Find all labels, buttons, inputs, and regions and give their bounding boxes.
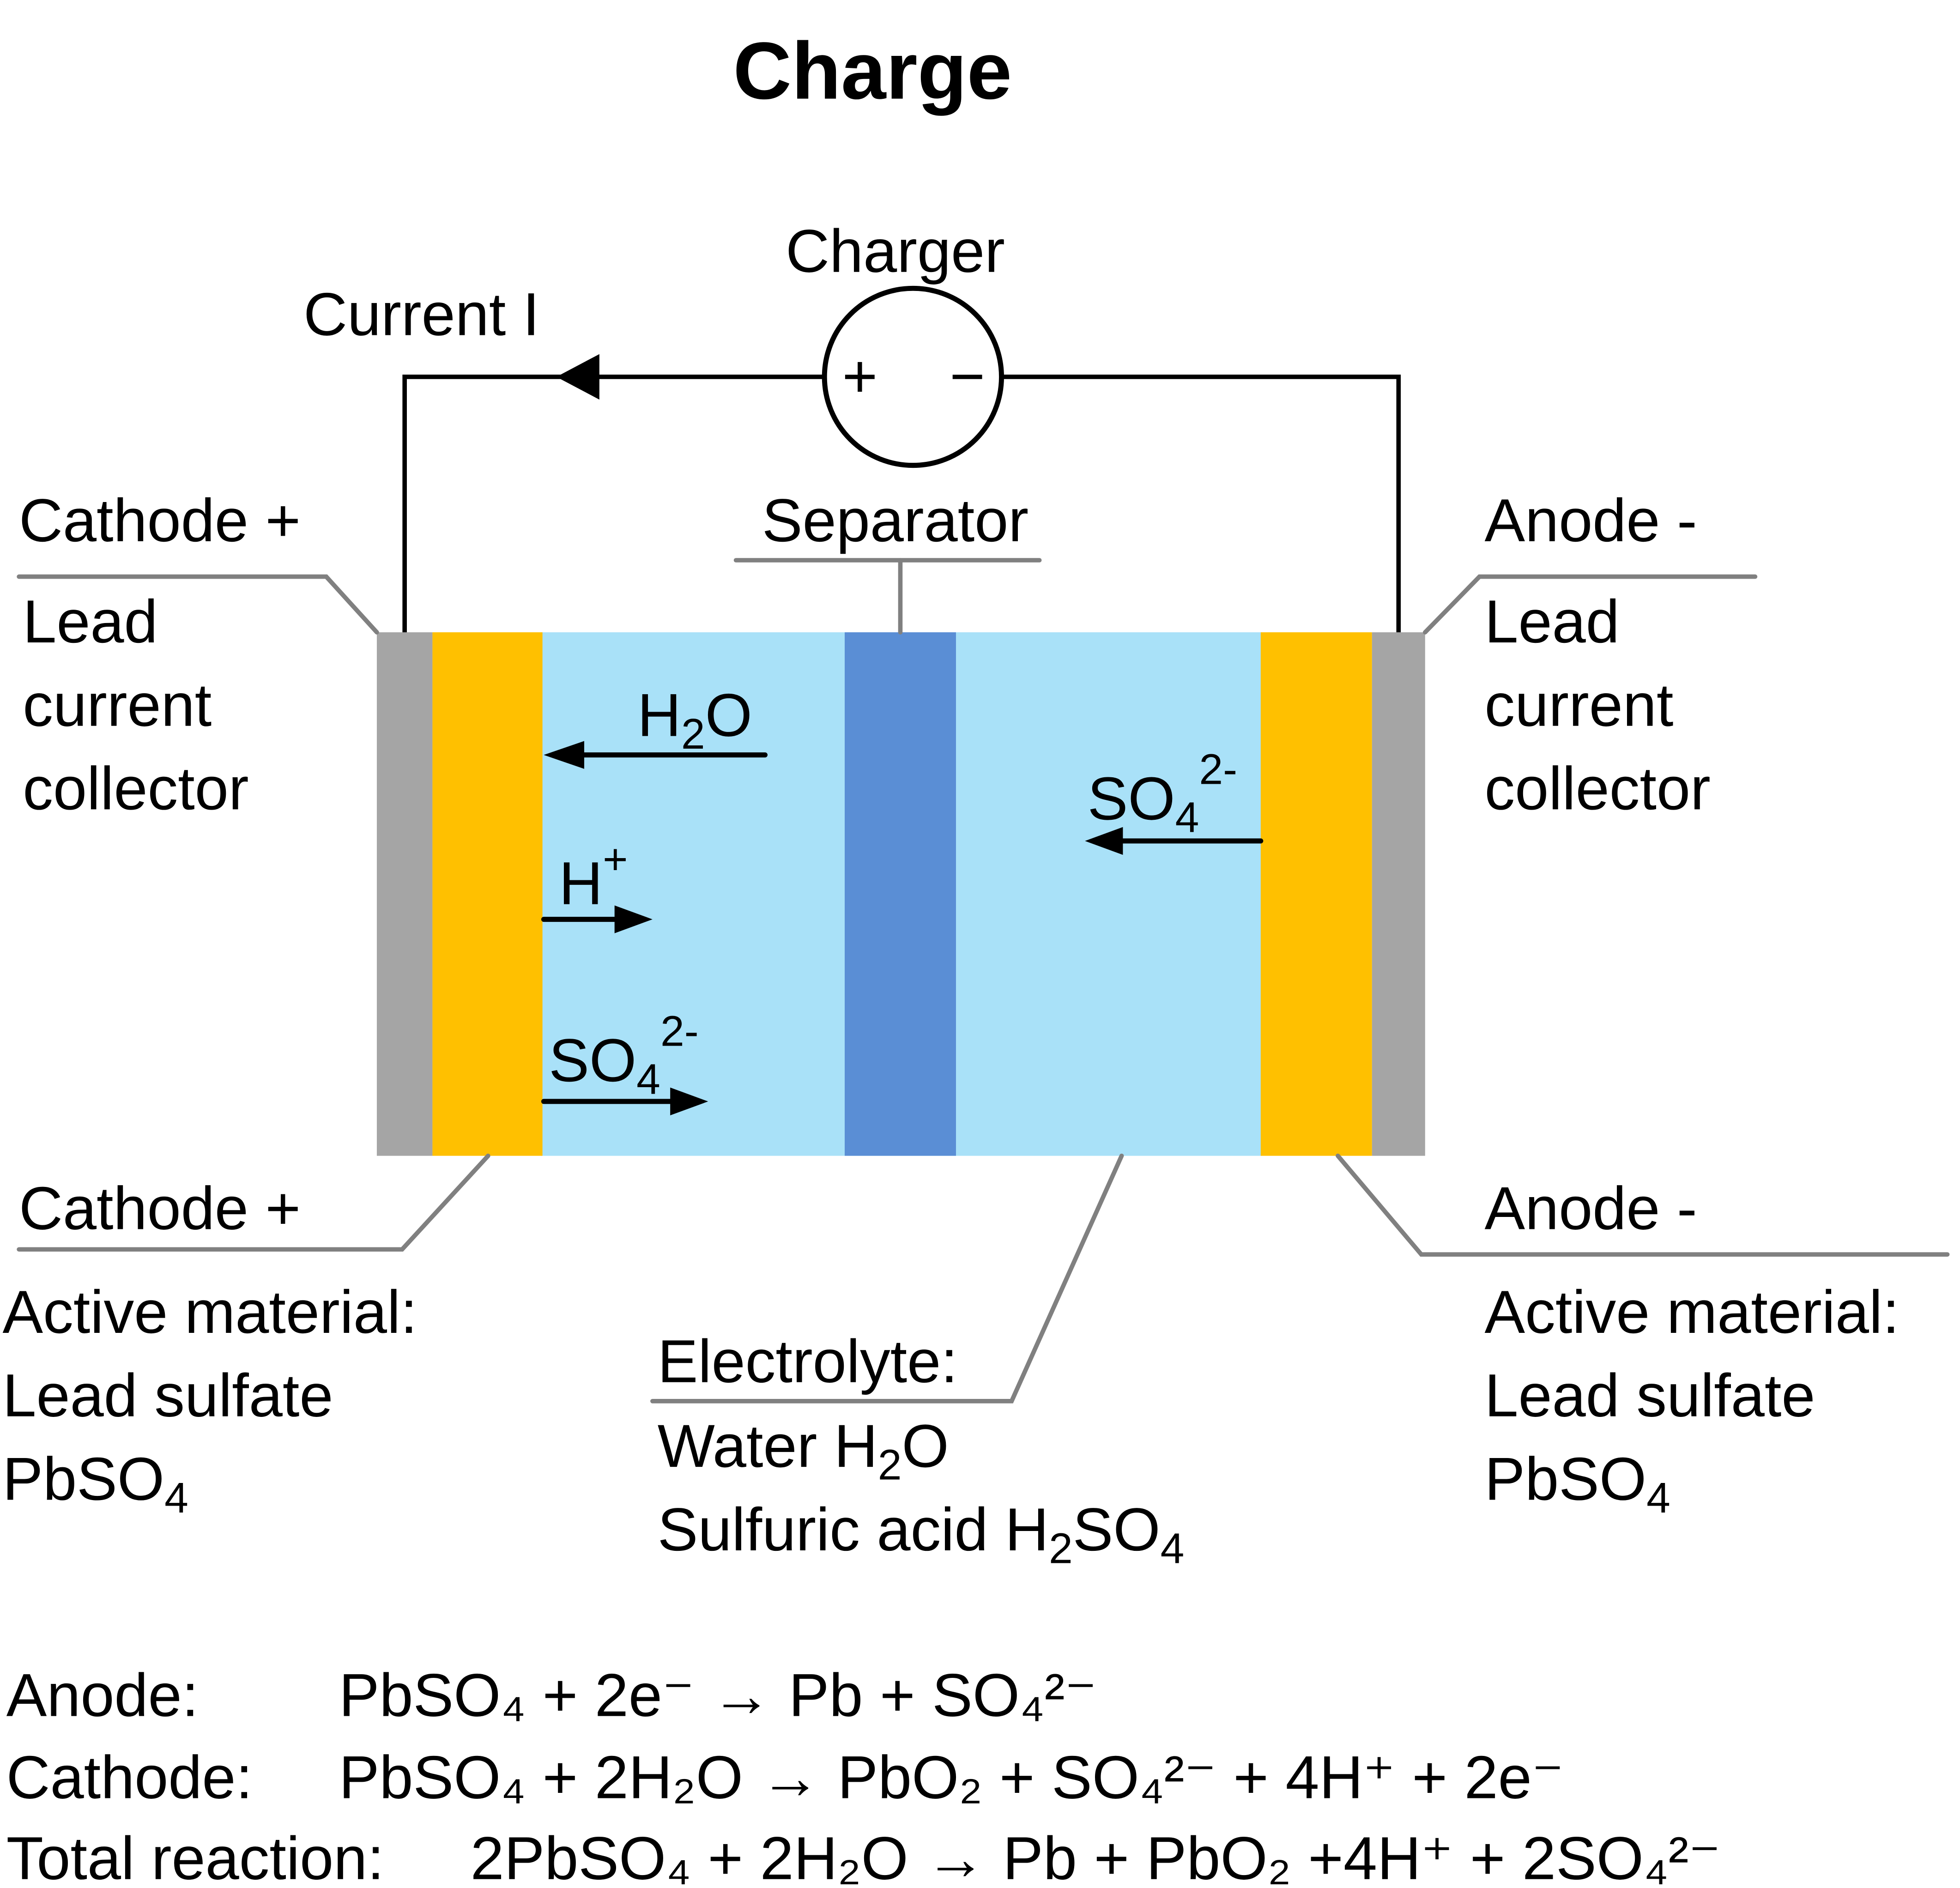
- cathode-active-material: [432, 632, 543, 1156]
- wire-left: [402, 375, 827, 635]
- external-circuit: + − Charger Current I: [303, 217, 1401, 635]
- arrow-right-icon: [670, 1087, 708, 1116]
- electrolyte-water: Water H2O: [658, 1412, 949, 1489]
- ion-h2o: H2O: [544, 681, 768, 769]
- equation-anode-label: Anode:: [6, 1661, 199, 1729]
- ion-so4-left-label: SO42-: [549, 1007, 698, 1103]
- diagram-title: Charge: [733, 26, 1012, 116]
- equation-cathode: PbSO₄ + 2H₂O → PbO₂ + SO₄²⁻ + 4H⁺ + 2e⁻: [339, 1743, 1564, 1811]
- equation-anode: PbSO₄ + 2e⁻ → Pb + SO₄²⁻: [339, 1661, 1097, 1729]
- arrow-left-icon: [1085, 827, 1123, 855]
- cathode-collector-line-2: current: [23, 671, 212, 739]
- ion-so4-left: SO42-: [541, 1007, 708, 1116]
- battery-cell: [376, 632, 1425, 1156]
- anode-active-line-3: PbSO4: [1484, 1445, 1670, 1521]
- leader-anode-active: [1336, 1153, 1950, 1257]
- equation-cathode-label: Cathode:: [6, 1743, 253, 1811]
- arrow-right-icon: [614, 905, 653, 933]
- cathode-top-label: Cathode +: [19, 486, 301, 554]
- cathode-active-line-1: Active material:: [2, 1278, 417, 1346]
- charger-label: Charger: [786, 217, 1005, 285]
- anode-active-line-2: Lead sulfate: [1484, 1362, 1815, 1429]
- anode-top-label: Anode -: [1484, 486, 1697, 554]
- wire-right: [999, 375, 1401, 635]
- ion-h2o-label: H2O: [637, 681, 752, 758]
- electrolyte-acid: Sulfuric acid H2SO4: [658, 1495, 1185, 1572]
- current-arrow-icon: [556, 354, 599, 400]
- leader-electrolyte: [650, 1153, 1124, 1404]
- electrolyte-title: Electrolyte:: [658, 1327, 958, 1395]
- ion-hplus-label: H+: [559, 835, 628, 917]
- anode-collector-line-3: collector: [1484, 754, 1710, 822]
- leader-cathode-active: [17, 1153, 490, 1252]
- anode-collector-line-1: Lead: [1484, 587, 1619, 655]
- ion-so4-right: SO42-: [1085, 745, 1264, 855]
- charger-minus: −: [950, 342, 985, 410]
- arrow-left-icon: [544, 741, 584, 769]
- cathode-active-line-3: PbSO4: [2, 1445, 188, 1521]
- equation-total-label: Total reaction:: [6, 1824, 384, 1888]
- anode-current-collector: [1372, 632, 1425, 1156]
- cathode-collector-line-1: Lead: [23, 587, 157, 655]
- cathode-bottom-label: Cathode +: [19, 1174, 301, 1242]
- anode-active-line-1: Active material:: [1484, 1278, 1899, 1346]
- ion-hplus: H+: [541, 835, 653, 933]
- ion-so4-right-label: SO42-: [1088, 745, 1237, 841]
- current-label: Current I: [303, 280, 539, 348]
- charger-plus: +: [842, 342, 878, 410]
- cathode-current-collector: [376, 632, 433, 1156]
- anode-collector-line-2: current: [1484, 671, 1673, 739]
- separator: [845, 632, 956, 1156]
- reaction-equations: Anode: PbSO₄ + 2e⁻ → Pb + SO₄²⁻ Cathode:…: [6, 1661, 1721, 1888]
- leader-anode-collector: [1423, 574, 1758, 635]
- equation-total: 2PbSO₄ + 2H₂O → Pb + PbO₂ +4H⁺ + 2SO₄²⁻: [471, 1824, 1721, 1888]
- separator-label: Separator: [762, 486, 1028, 554]
- anode-bottom-label: Anode -: [1484, 1174, 1697, 1242]
- charger-symbol: [822, 285, 1004, 468]
- anode-active-material: [1260, 632, 1372, 1156]
- cathode-active-line-2: Lead sulfate: [2, 1362, 333, 1429]
- leader-cathode-collector: [17, 574, 379, 635]
- cathode-collector-line-3: collector: [23, 754, 248, 822]
